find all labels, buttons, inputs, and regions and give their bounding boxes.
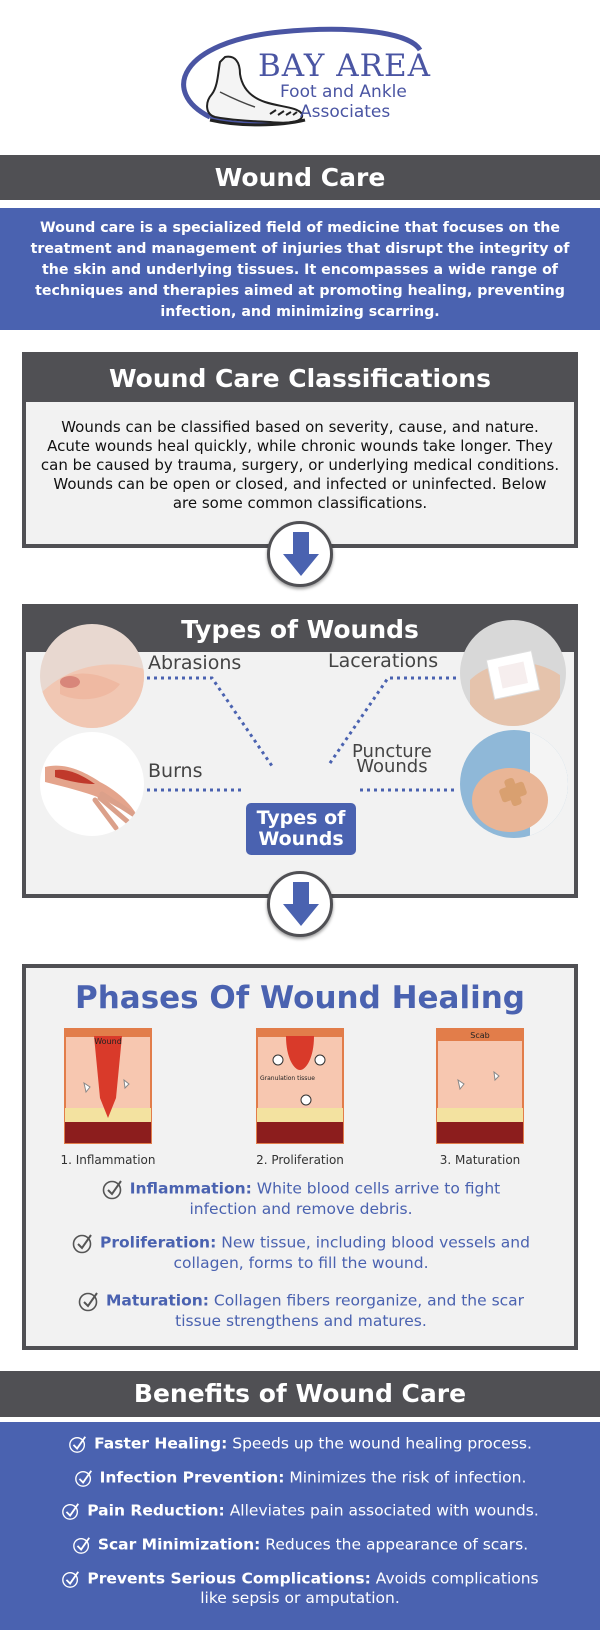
clinic-logo: BAY AREA Foot and Ankle Associates [170, 22, 430, 132]
maturation-diagram: Scab [436, 1028, 524, 1144]
logo-subtitle-2: Associates [300, 102, 391, 122]
inflammation-diagram: Wound [64, 1028, 152, 1144]
wound-care-title: Wound Care [0, 155, 600, 200]
down-arrow-icon-2 [267, 871, 333, 937]
check-circle-icon [74, 1470, 92, 1487]
benefit-item: Scar Minimization: Reduces the appearanc… [0, 1535, 600, 1555]
check-circle-icon [72, 1234, 92, 1254]
phases-title: Phases Of Wound Healing [75, 980, 525, 1016]
logo-title: BAY AREA [258, 48, 431, 84]
abrasion-photo [40, 624, 144, 728]
benefits-title: Benefits of Wound Care [0, 1371, 600, 1417]
scab-label: Scab [470, 1031, 489, 1040]
phase-item-maturation: Maturation: Collagen fibers reorganize, … [66, 1290, 536, 1331]
puncture-label: Puncture Wounds [352, 741, 432, 777]
classifications-title: Wound Care Classifications [26, 356, 574, 402]
laceration-photo [460, 620, 566, 726]
puncture-label-line2: Wounds [356, 756, 428, 777]
granulation-label: Granulation tissue [260, 1075, 315, 1082]
check-circle-icon [69, 1436, 87, 1453]
phase-term: Maturation: [105, 1291, 209, 1310]
check-circle-icon [62, 1503, 80, 1520]
classifications-text: Wounds can be classified based on severi… [40, 418, 560, 512]
check-circle-icon [102, 1180, 122, 1200]
puncture-photo [460, 730, 568, 838]
puncture-label-line1: Puncture [352, 741, 432, 762]
down-arrow-icon [267, 521, 333, 587]
foot-icon [206, 55, 306, 127]
burns-label: Burns [148, 760, 203, 782]
benefits-panel: Faster Healing: Speeds up the wound heal… [0, 1422, 600, 1630]
phase-item-proliferation: Proliferation: New tissue, including blo… [66, 1232, 536, 1273]
benefit-item: Pain Reduction: Alleviates pain associat… [0, 1501, 600, 1521]
burn-photo [40, 732, 144, 836]
phase-desc: White blood cells arrive to fight infect… [189, 1179, 501, 1219]
benefit-item: Faster Healing: Speeds up the wound heal… [0, 1434, 600, 1454]
abrasions-label: Abrasions [148, 652, 242, 674]
connector-lines [140, 676, 456, 792]
check-circle-icon [62, 1571, 80, 1588]
types-panel: Types of Wounds [22, 604, 578, 898]
types-center-badge: Types of Wounds [246, 803, 356, 855]
phase-label-2: 2. Proliferation [256, 1153, 344, 1167]
phase-label-3: 3. Maturation [439, 1153, 521, 1167]
phase-label-1: 1. Inflammation [60, 1153, 156, 1167]
logo-subtitle-1: Foot and Ankle [280, 82, 407, 102]
lacerations-label: Lacerations [328, 650, 439, 672]
phase-item-inflammation: Inflammation: White blood cells arrive t… [66, 1178, 536, 1219]
wound-care-intro: Wound care is a specialized field of med… [0, 208, 600, 330]
center-badge-line1: Types of [256, 807, 346, 829]
classifications-panel: Wound Care Classifications Wounds can be… [22, 352, 578, 548]
center-badge-line2: Wounds [258, 828, 344, 850]
wound-label: Wound [94, 1037, 122, 1046]
phases-panel: Phases Of Wound Healing Wound Granulatio… [22, 964, 578, 1350]
check-circle-icon [72, 1537, 90, 1554]
phase-desc: Collagen fibers reorganize, and the scar… [175, 1291, 525, 1331]
phase-term: Proliferation: [100, 1233, 217, 1252]
benefit-item: Infection Prevention: Minimizes the risk… [0, 1468, 600, 1488]
benefit-item: Prevents Serious Complications: Avoids c… [0, 1569, 600, 1608]
check-circle-icon [78, 1292, 98, 1312]
phase-desc: New tissue, including blood vessels and … [173, 1233, 530, 1273]
phase-term: Inflammation: [129, 1179, 252, 1198]
proliferation-diagram: Granulation tissue [256, 1028, 344, 1144]
